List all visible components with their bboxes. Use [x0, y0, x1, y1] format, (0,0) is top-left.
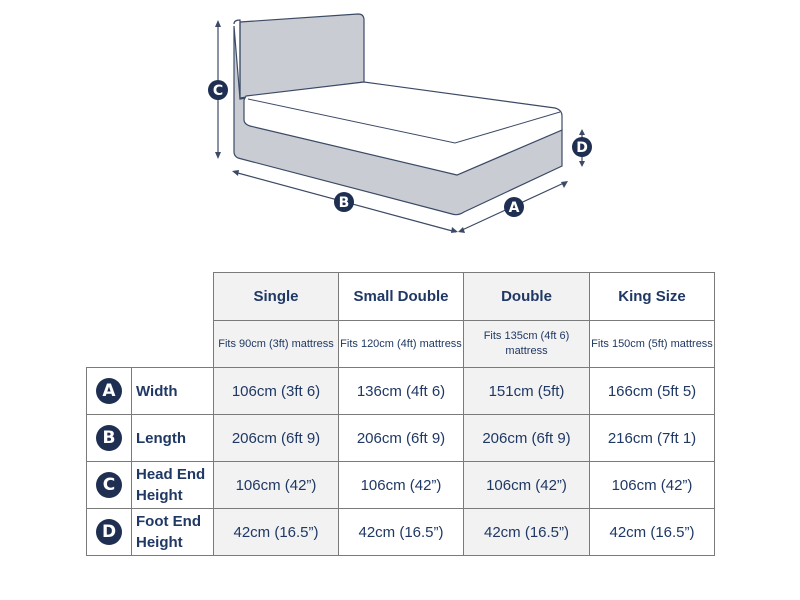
badge-b-icon: B [334, 192, 354, 212]
badge-c-icon: C [96, 472, 122, 498]
table-cell: 106cm (42”) [213, 461, 339, 509]
table-cell: 42cm (16.5”) [589, 508, 715, 556]
table-cell: 136cm (4ft 6) [338, 367, 464, 415]
table-cell: 42cm (16.5”) [463, 508, 590, 556]
table-row-foot-end-height: D Foot End Height 42cm (16.5”) 42cm (16.… [86, 508, 715, 556]
bed-size-table: Single Small Double Double King Size Fit… [86, 272, 715, 556]
table-cell: 206cm (6ft 9) [463, 414, 590, 462]
bed-dimension-diagram: C B A D [208, 13, 592, 233]
table-cell: 216cm (7ft 1) [589, 414, 715, 462]
svg-text:D: D [576, 140, 588, 156]
table-cell: 42cm (16.5”) [338, 508, 464, 556]
fits-king-size: Fits 150cm (5ft) mattress [589, 320, 715, 368]
row-label-head-end-height: Head End Height [131, 461, 214, 509]
table-row-length: B Length 206cm (6ft 9) 206cm (6ft 9) 206… [86, 414, 715, 462]
column-header-single: Single [213, 272, 339, 321]
table-cell: 206cm (6ft 9) [338, 414, 464, 462]
mattress [243, 81, 563, 176]
table-cell: 42cm (16.5”) [213, 508, 339, 556]
table-row-head-end-height: C Head End Height 106cm (42”) 106cm (42”… [86, 461, 715, 509]
badge-b-icon: B [96, 425, 122, 451]
table-cell: 106cm (42”) [463, 461, 590, 509]
table-cell: 151cm (5ft) [463, 367, 590, 415]
mattress-fit-row: Fits 90cm (3ft) mattress Fits 120cm (4ft… [86, 320, 715, 368]
table-cell: 166cm (5ft 5) [589, 367, 715, 415]
svg-text:A: A [509, 200, 520, 216]
table-cell: 206cm (6ft 9) [213, 414, 339, 462]
table-row-width: A Width 106cm (3ft 6) 136cm (4ft 6) 151c… [86, 367, 715, 415]
svg-text:C: C [213, 83, 223, 99]
column-header-king-size: King Size [589, 272, 715, 321]
fits-small-double: Fits 120cm (4ft) mattress [338, 320, 464, 368]
badge-a-icon: A [96, 378, 122, 404]
badge-c-icon: C [208, 80, 228, 100]
row-label-length: Length [131, 414, 214, 462]
column-header-small-double: Small Double [338, 272, 464, 321]
fits-single: Fits 90cm (3ft) mattress [213, 320, 339, 368]
size-header-row: Single Small Double Double King Size [86, 272, 715, 321]
badge-a-icon: A [504, 197, 524, 217]
column-header-double: Double [463, 272, 590, 321]
table-cell: 106cm (3ft 6) [213, 367, 339, 415]
fits-double: Fits 135cm (4ft 6) mattress [463, 320, 590, 368]
row-label-foot-end-height: Foot End Height [131, 508, 214, 556]
badge-d-icon: D [572, 137, 592, 157]
badge-d-icon: D [96, 519, 122, 545]
table-cell: 106cm (42”) [338, 461, 464, 509]
table-cell: 106cm (42”) [589, 461, 715, 509]
row-label-width: Width [131, 367, 214, 415]
svg-text:B: B [339, 195, 350, 211]
